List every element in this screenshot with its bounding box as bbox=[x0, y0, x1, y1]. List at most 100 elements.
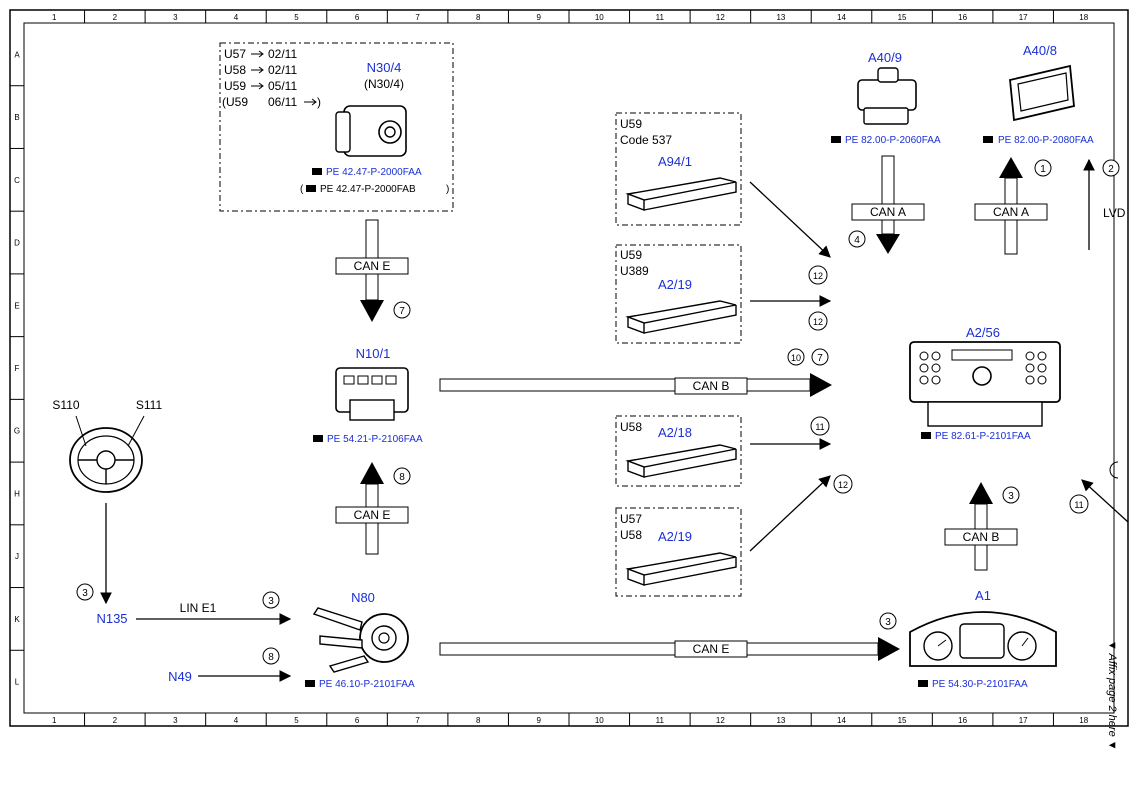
date-u59: 05/11 bbox=[268, 79, 297, 93]
svg-text:7: 7 bbox=[817, 353, 823, 364]
can-a-left-bus: CAN A bbox=[851, 155, 925, 254]
svg-text:12: 12 bbox=[838, 480, 848, 490]
svg-text:PE 54.21-P-2106FAA: PE 54.21-P-2106FAA bbox=[327, 434, 423, 445]
n30-4-variant-list: U57 U58 U59 (U59 02/11 02/11 05/11 06/11… bbox=[222, 47, 321, 109]
svg-text:U389: U389 bbox=[620, 264, 649, 278]
arrow-right-icon bbox=[251, 66, 264, 74]
can-e-top-label: CAN E bbox=[354, 259, 391, 273]
grid-col-label: 3 bbox=[173, 13, 178, 22]
grid-row-label: J bbox=[15, 552, 19, 561]
a2-18-label: A2/18 bbox=[658, 425, 692, 440]
a40-9-label: A40/9 bbox=[868, 50, 902, 65]
n10-1-label: N10/1 bbox=[356, 346, 391, 361]
svg-text:3: 3 bbox=[82, 588, 88, 599]
svg-text:U59: U59 bbox=[620, 117, 642, 131]
a2-19-top-group-box bbox=[615, 244, 742, 344]
grid-col-label: 5 bbox=[294, 13, 299, 22]
grid-col-label: 15 bbox=[898, 716, 907, 725]
can-a-left-label: CAN A bbox=[870, 205, 906, 219]
marker-8b: 8 bbox=[262, 647, 280, 665]
grid-col-label: 4 bbox=[234, 13, 239, 22]
date-u59b: 06/11 bbox=[268, 95, 297, 109]
grid-col-label: 1 bbox=[52, 716, 57, 725]
variant-u57: U57 bbox=[224, 47, 246, 61]
edge-circle bbox=[1109, 461, 1119, 479]
svg-text:): ) bbox=[317, 95, 321, 109]
marker-12b: 12 bbox=[808, 311, 828, 331]
variant-u58: U58 bbox=[224, 63, 246, 77]
a2-18-module-icon bbox=[625, 444, 737, 479]
grid-col-label: 10 bbox=[595, 716, 604, 725]
grid-col-label: 6 bbox=[355, 716, 360, 725]
a40-9-module-icon bbox=[857, 67, 917, 125]
n30-4-label: N30/4 bbox=[367, 60, 402, 75]
can-b-right-label: CAN B bbox=[963, 530, 1000, 544]
grid-col-label: 1 bbox=[52, 13, 57, 22]
marker-1: 1 bbox=[1034, 159, 1052, 177]
svg-text:3: 3 bbox=[1008, 491, 1014, 502]
grid-row-label: H bbox=[14, 489, 20, 498]
reference-icon bbox=[831, 136, 841, 143]
marker-3b: 3 bbox=[879, 612, 897, 630]
a2-19-top-label: A2/19 bbox=[658, 277, 692, 292]
reference-icon bbox=[306, 185, 316, 192]
grid-row-label: B bbox=[14, 113, 19, 122]
svg-text:U58: U58 bbox=[620, 528, 642, 542]
affix-page-note: ▼ Affix page 2 here ▼ bbox=[1106, 640, 1118, 751]
marker-3a: 3 bbox=[1002, 486, 1020, 504]
a94-1-arrow bbox=[749, 181, 831, 258]
lin-e1-label: LIN E1 bbox=[180, 601, 217, 615]
grid-row-label: G bbox=[14, 427, 20, 436]
a40-9-ref: PE 82.00-P-2060FAA bbox=[831, 135, 941, 146]
arrow-right-icon bbox=[304, 98, 317, 106]
svg-text:PE 54.30-P-2101FAA: PE 54.30-P-2101FAA bbox=[932, 679, 1028, 690]
s111-label: S111 bbox=[136, 398, 163, 412]
marker-11a: 11 bbox=[810, 416, 830, 436]
reference-icon bbox=[305, 680, 315, 687]
svg-text:2: 2 bbox=[1108, 164, 1114, 175]
svg-text:PE 42.47-P-2000FAB: PE 42.47-P-2000FAB bbox=[320, 184, 416, 195]
svg-text:11: 11 bbox=[815, 422, 824, 432]
n80-label: N80 bbox=[351, 590, 375, 605]
grid-col-label: 12 bbox=[716, 716, 725, 725]
right-edge-arrow bbox=[1081, 479, 1129, 523]
a2-19-bot-arrow bbox=[749, 475, 831, 552]
date-u58: 02/11 bbox=[268, 63, 297, 77]
a2-19-bot-group-box bbox=[615, 507, 742, 597]
grid-row-label: L bbox=[15, 678, 20, 687]
n135-label: N135 bbox=[96, 611, 127, 626]
can-b-main-bus: CAN B bbox=[439, 373, 832, 397]
grid-col-label: 18 bbox=[1079, 13, 1088, 22]
grid-col-label: 8 bbox=[476, 716, 481, 725]
a1-instrument-cluster-icon bbox=[909, 611, 1057, 667]
svg-text:PE 46.10-P-2101FAA: PE 46.10-P-2101FAA bbox=[319, 679, 415, 690]
marker-12c: 12 bbox=[833, 474, 853, 494]
grid-col-label: 9 bbox=[536, 716, 541, 725]
svg-text:(: ( bbox=[300, 184, 304, 195]
a2-56-ref: PE 82.61-P-2101FAA bbox=[921, 431, 1031, 442]
a40-8-ref: PE 82.00-P-2080FAA bbox=[983, 135, 1094, 146]
s110-label: S110 bbox=[52, 398, 79, 412]
svg-text:U59: U59 bbox=[620, 248, 642, 262]
grid-col-label: 8 bbox=[476, 13, 481, 22]
svg-text:): ) bbox=[446, 184, 449, 195]
can-b-right-bus: CAN B bbox=[944, 482, 1018, 571]
a94-1-label: A94/1 bbox=[658, 154, 692, 169]
a1-ref: PE 54.30-P-2101FAA bbox=[918, 679, 1028, 690]
reference-icon bbox=[918, 680, 928, 687]
svg-text:12: 12 bbox=[813, 317, 823, 327]
n30-4-module-icon bbox=[335, 105, 407, 157]
n10-1-ref: PE 54.21-P-2106FAA bbox=[313, 434, 423, 445]
marker-8: 8 bbox=[393, 467, 411, 485]
n10-1-connector-icon bbox=[335, 367, 409, 421]
n30-4-alt-label: (N30/4) bbox=[364, 77, 404, 91]
n30-4-group-box bbox=[219, 42, 454, 212]
a2-18-group-box bbox=[615, 415, 742, 487]
grid-col-label: 17 bbox=[1019, 716, 1028, 725]
marker-2: 2 bbox=[1102, 159, 1120, 177]
grid-col-label: 16 bbox=[958, 13, 967, 22]
can-e-top-bus: CAN E bbox=[335, 219, 409, 322]
marker-7b: 7 bbox=[811, 348, 829, 366]
grid-col-label: 11 bbox=[656, 13, 665, 22]
